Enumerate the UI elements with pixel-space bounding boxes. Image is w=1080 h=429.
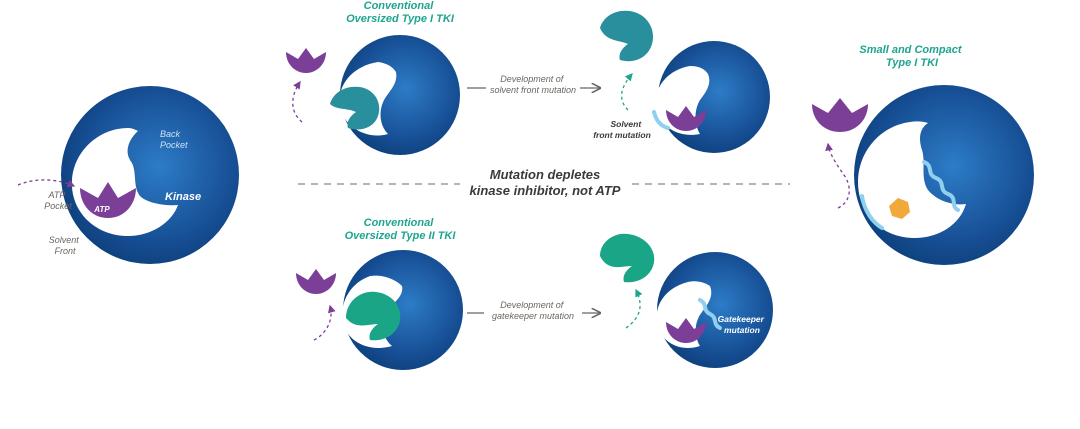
compact-title: Small and Compact Type I TKI: [859, 44, 964, 69]
type2-title: Conventional Oversized Type II TKI: [345, 217, 457, 242]
type1-title: Conventional Oversized Type I TKI: [346, 0, 455, 25]
solvent-mutation-label: Solvent front mutation: [593, 119, 651, 140]
gatekeeper-mutation-label: Gatekeeper mutation: [718, 314, 767, 335]
kinase-left: ATP Back Pocket Kinase ATP Pocket Solven…: [17, 86, 239, 264]
atp-molecule-icon: [286, 48, 326, 73]
dashed-arrow-icon: [621, 73, 633, 111]
compact-panel: Small and Compact Type I TKI: [812, 44, 1034, 265]
atp-molecule-icon: [666, 106, 706, 131]
atp-label: ATP: [93, 205, 110, 214]
atp-pocket-label: ATP Pocket: [44, 190, 72, 211]
center-line1: Mutation depletes: [490, 167, 601, 182]
dashed-arrow-icon: [825, 142, 850, 209]
type1-tki-icon: [600, 10, 654, 62]
atp-molecule-icon: [80, 182, 136, 218]
solvent-front-mutation-mark: [652, 110, 670, 130]
arrow-label-bg: [484, 297, 582, 323]
type2-tki-icon: [600, 233, 655, 283]
type2-arrow-label: Development of gatekeeper mutation: [492, 300, 574, 321]
center-line2: kinase inhibitor, not ATP: [470, 183, 621, 198]
dashed-arrow-icon: [625, 288, 643, 329]
solvent-front-mutation-mark: [860, 194, 884, 230]
compact-tki-icon: [889, 198, 910, 219]
atp-molecule-icon: [812, 98, 868, 132]
pocket-cavity: [858, 121, 966, 238]
gatekeeper-mutation-mark: [698, 298, 722, 330]
type1-row: Conventional Oversized Type I TKI Develo…: [286, 0, 770, 155]
dashed-arrow-icon: [313, 304, 336, 341]
atp-molecule-icon: [296, 269, 336, 294]
type2-row: Conventional Oversized Type II TKI Devel…: [296, 217, 773, 370]
type2-tki-icon: [346, 291, 401, 341]
center-divider: Mutation depletes kinase inhibitor, not …: [298, 167, 790, 198]
back-pocket-label: Back Pocket: [160, 129, 188, 150]
mutation-mark: [922, 160, 960, 212]
solvent-front-label: Solvent Front: [49, 235, 82, 256]
dashed-arrow-icon: [292, 80, 303, 123]
type1-arrow-label: Development of solvent front mutation: [490, 74, 576, 95]
arrow-label-bg: [486, 72, 580, 98]
type1-tki-icon: [330, 86, 380, 130]
kinase-label: Kinase: [165, 191, 201, 203]
atp-molecule-icon: [666, 318, 706, 343]
